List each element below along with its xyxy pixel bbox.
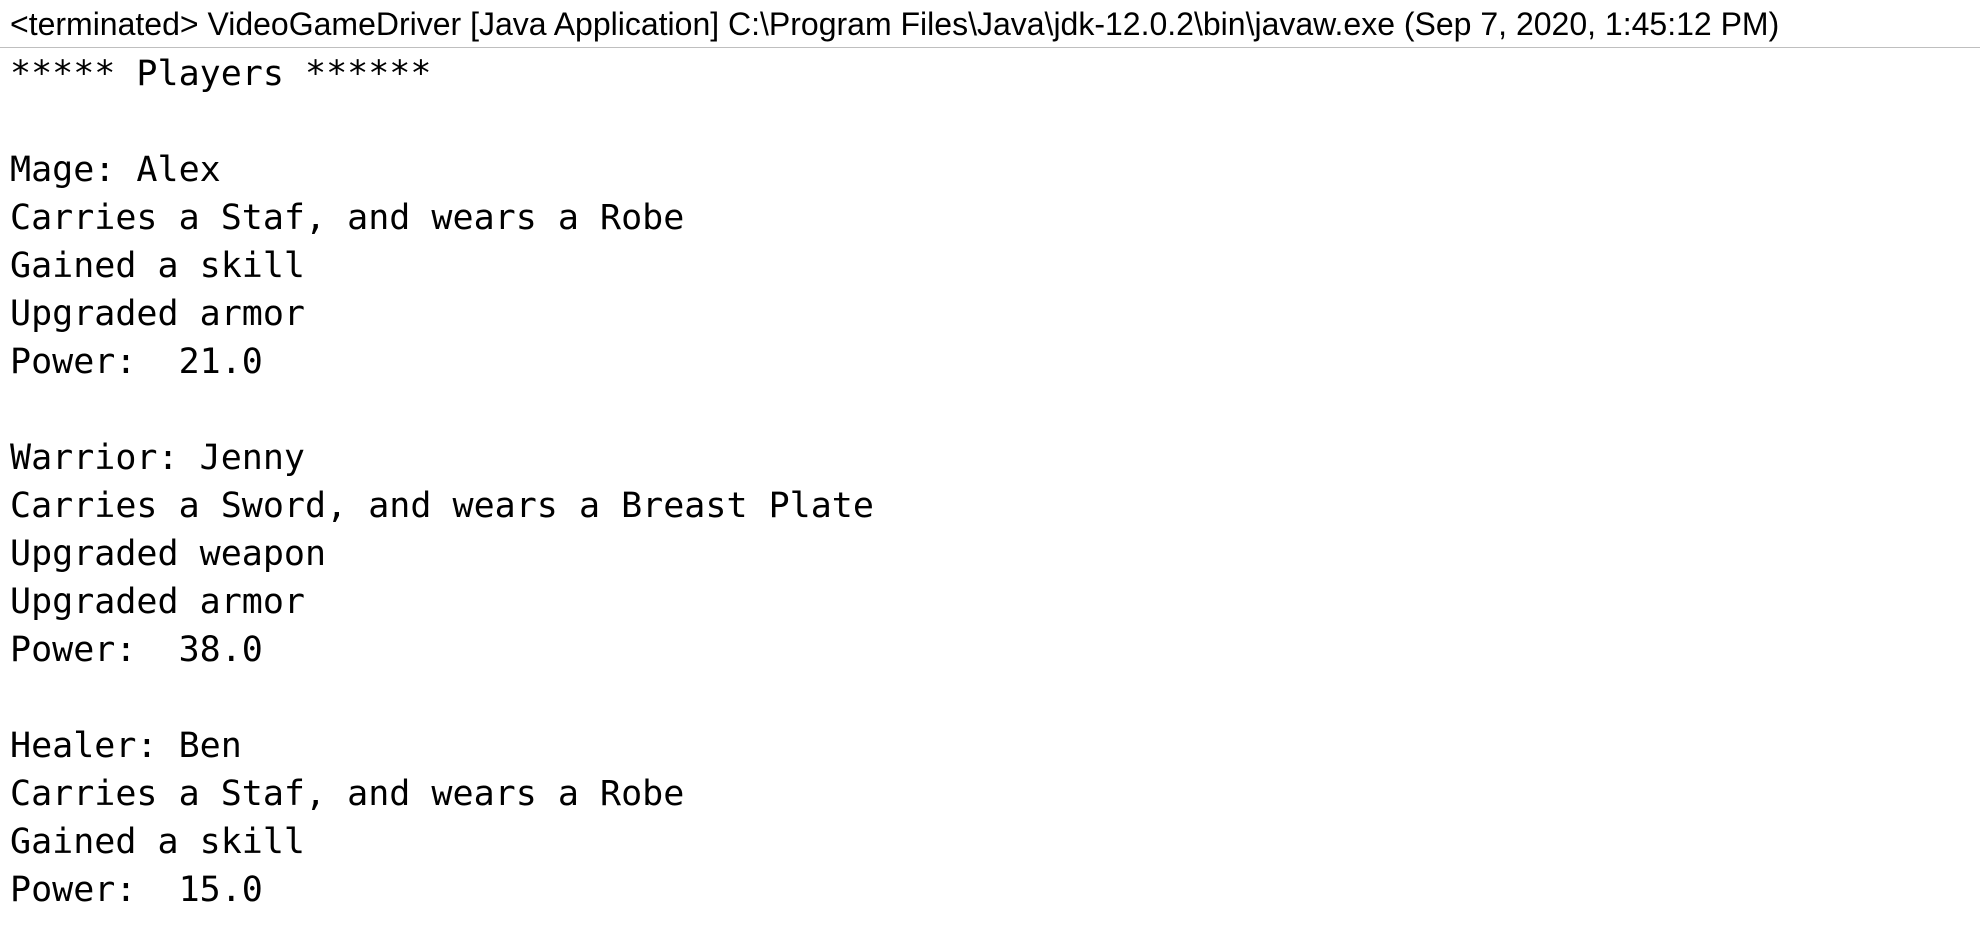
console-line-healer-skill: Gained a skill bbox=[10, 822, 306, 862]
console-header: <terminated> VideoGameDriver [Java Appli… bbox=[0, 0, 1980, 48]
console-output[interactable]: ***** Players ****** Mage: Alex Carries … bbox=[10, 50, 1970, 914]
console-line-warrior-armor: Upgraded armor bbox=[10, 582, 306, 622]
console-line-mage-armor: Upgraded armor bbox=[10, 294, 306, 334]
console-line-players-heading: ***** Players ****** bbox=[10, 54, 432, 94]
console-line-blank bbox=[10, 386, 1970, 434]
console-line-blank bbox=[10, 674, 1970, 722]
console-line-warrior-name: Warrior: Jenny bbox=[10, 438, 306, 478]
console-line-warrior-power: Power: 38.0 bbox=[10, 630, 263, 670]
console-line-healer-name: Healer: Ben bbox=[10, 726, 242, 766]
console-line-mage-equipment: Carries a Staf, and wears a Robe bbox=[10, 198, 685, 238]
console-line-mage-power: Power: 21.0 bbox=[10, 342, 263, 382]
console-line-blank bbox=[10, 98, 1970, 146]
console-line-mage-name: Mage: Alex bbox=[10, 150, 221, 190]
console-line-warrior-weapon: Upgraded weapon bbox=[10, 534, 327, 574]
console-line-healer-equipment: Carries a Staf, and wears a Robe bbox=[10, 774, 685, 814]
console-line-warrior-equipment: Carries a Sword, and wears a Breast Plat… bbox=[10, 486, 874, 526]
console-line-healer-power: Power: 15.0 bbox=[10, 870, 263, 910]
console-line-mage-skill: Gained a skill bbox=[10, 246, 306, 286]
